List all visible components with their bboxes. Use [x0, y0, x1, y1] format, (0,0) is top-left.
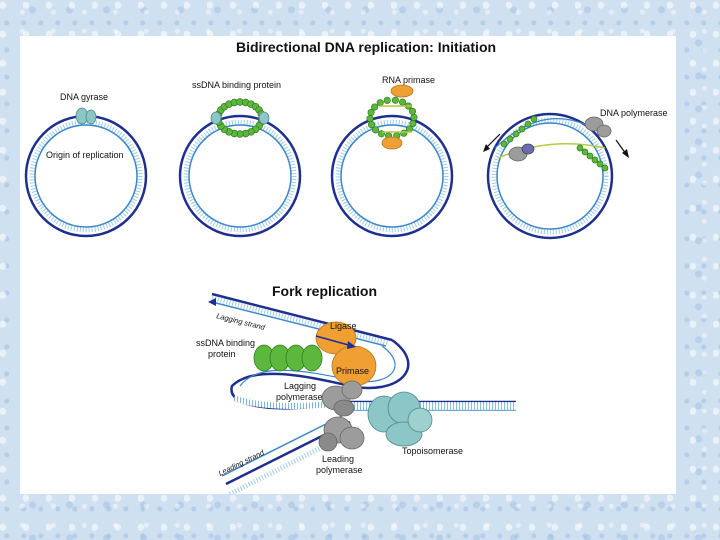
ligase-label: Ligase: [330, 321, 357, 331]
dna-polymerase-left-icon: [508, 143, 535, 162]
ssb-bead: [518, 125, 526, 133]
ssdna-bp-label: ssDNA binding protein: [192, 80, 281, 90]
leading-pol-label-2: polymerase: [316, 465, 363, 475]
ssb-bead: [383, 96, 391, 104]
rna-primase-bottom-icon: [381, 136, 403, 150]
leading-pol-label-1: Leading: [322, 454, 354, 464]
ssb-bead: [601, 164, 609, 172]
plasmid-3: RNA primase: [330, 75, 454, 238]
ssb-bead: [376, 99, 384, 107]
gyrase-left-icon: [210, 111, 222, 125]
ssb-bead: [524, 120, 532, 128]
ssb-bead: [408, 107, 417, 115]
initiation-title: Bidirectional DNA replication: Initiatio…: [236, 39, 496, 55]
dna-gyrase-icon: [75, 107, 97, 125]
fork-title: Fork replication: [272, 283, 377, 299]
plasmid-4: DNA polymerase: [483, 108, 668, 240]
lagging-polymerase-icon: [321, 380, 363, 417]
arrow-left-icon: [485, 133, 501, 149]
dna-replication-diagram: Bidirectional DNA replication: Initiatio…: [24, 39, 668, 497]
ssb-bead: [391, 96, 399, 104]
rna-primase-top-icon: [390, 84, 414, 98]
topoisomerase-icon: [367, 391, 433, 447]
plasmid-2: ssDNA binding protein: [178, 80, 302, 238]
ssb-bead: [596, 160, 604, 168]
gyrase-right-icon: [258, 111, 270, 125]
ssb-bead: [500, 140, 508, 148]
lagging-pol-label-1: Lagging: [284, 381, 316, 391]
lagging-strand-arrow-icon: [208, 298, 216, 306]
fork-ssdna-bp-label-1: ssDNA binding: [196, 338, 255, 348]
fork-diagram: Lagging strand ssDNA binding protein Lig…: [196, 292, 516, 497]
ssb-bead: [512, 130, 520, 138]
ssb-bead: [576, 144, 584, 152]
dna-polymerase-label: DNA polymerase: [600, 108, 668, 118]
plasmid-1: DNA gyrase Origin of replication: [24, 92, 148, 238]
primase-label: Primase: [336, 366, 369, 376]
fork-ssdna-bp-label-2: protein: [208, 349, 236, 359]
ssb-bead: [530, 115, 538, 123]
ssb-bead: [400, 129, 408, 137]
ssb-bead: [506, 135, 514, 143]
lagging-pol-label-2: polymerase: [276, 392, 323, 402]
ssb-bead: [366, 115, 374, 123]
leading-polymerase-icon: [318, 416, 365, 452]
slide-panel: Bidirectional DNA replication: Initiatio…: [20, 36, 676, 497]
arrowhead-right-icon: [622, 149, 629, 158]
ssb-bead: [371, 103, 379, 111]
ssb-bead: [409, 120, 417, 128]
ssb-bead: [367, 108, 375, 116]
ssb-bead: [367, 121, 376, 129]
rna-primase-label: RNA primase: [382, 75, 435, 85]
ssdna-binding-protein-arc: [500, 115, 609, 172]
dna-gyrase-label: DNA gyrase: [60, 92, 108, 102]
dna-polymerase-right-icon: [584, 116, 612, 138]
ssb-bead: [591, 156, 599, 164]
ssb-bead: [581, 148, 589, 156]
ssb-bead: [405, 125, 413, 133]
ligase-arrowhead-icon: [347, 341, 356, 349]
ssb-bead: [399, 98, 407, 106]
fork-ssdna-binding-proteins: [253, 344, 323, 372]
ssb-bead: [410, 113, 418, 121]
ssdna-binding-protein-ring-3: [366, 96, 418, 140]
ssb-bead: [586, 152, 594, 160]
ligase-arrow-icon: [315, 335, 353, 347]
ssb-bead: [371, 126, 380, 134]
leading-strand-label: Leading strand: [217, 448, 266, 478]
arrowhead-left-icon: [483, 144, 490, 152]
origin-label: Origin of replication: [46, 150, 124, 160]
fork-ssb-protein: [301, 344, 323, 372]
topoisomerase-label: Topoisomerase: [402, 446, 463, 456]
